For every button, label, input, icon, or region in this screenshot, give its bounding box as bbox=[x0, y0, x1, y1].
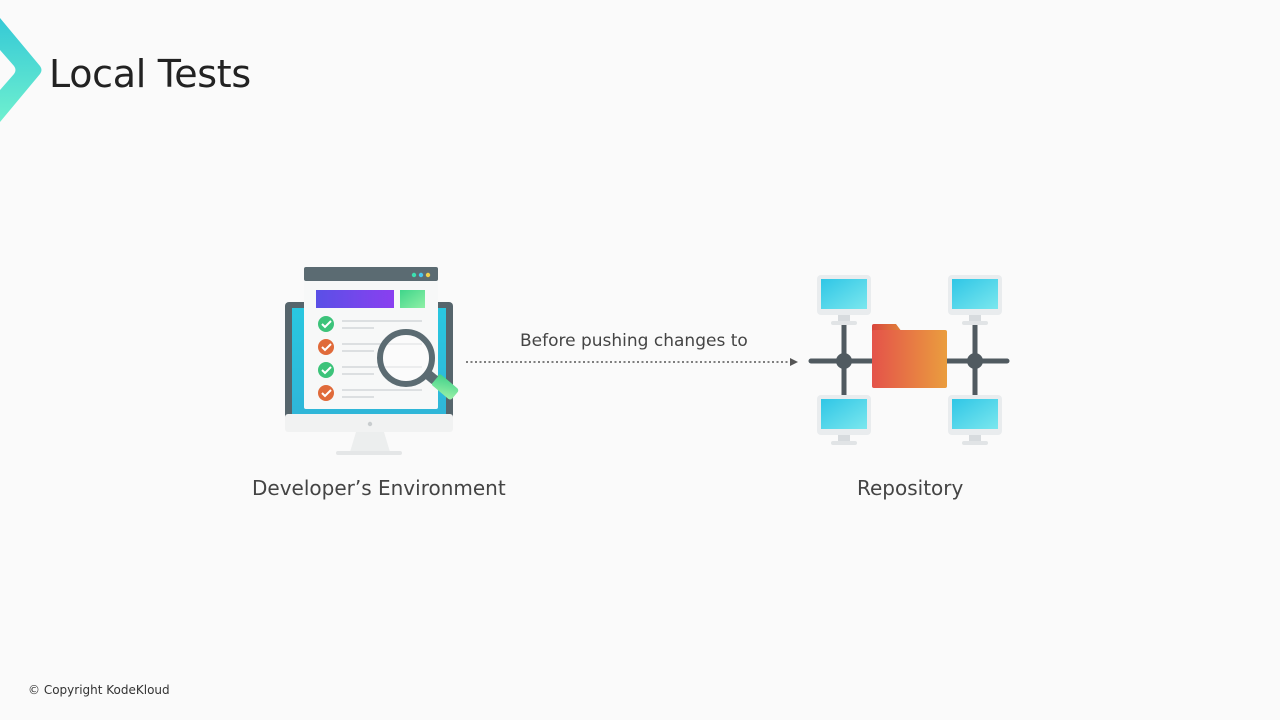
copyright-notice: © Copyright KodeKloud bbox=[28, 683, 170, 697]
computer-icon bbox=[948, 395, 1002, 445]
developer-environment-node bbox=[252, 262, 496, 458]
slide-title: Local Tests bbox=[49, 52, 251, 96]
computer-icon bbox=[817, 395, 871, 445]
dotted-arrow-icon bbox=[466, 358, 798, 366]
computer-icon bbox=[817, 275, 871, 325]
developer-monitor-icon bbox=[285, 267, 459, 455]
brand-chevron-icon bbox=[0, 18, 42, 122]
source-node-label: Developer’s Environment bbox=[252, 476, 506, 500]
repository-network-icon bbox=[808, 275, 1010, 445]
target-node-label: Repository bbox=[857, 476, 964, 500]
computer-icon bbox=[948, 275, 1002, 325]
repository-node bbox=[800, 262, 1018, 458]
edge-label: Before pushing changes to bbox=[520, 331, 748, 351]
magnifier-icon bbox=[377, 329, 459, 400]
